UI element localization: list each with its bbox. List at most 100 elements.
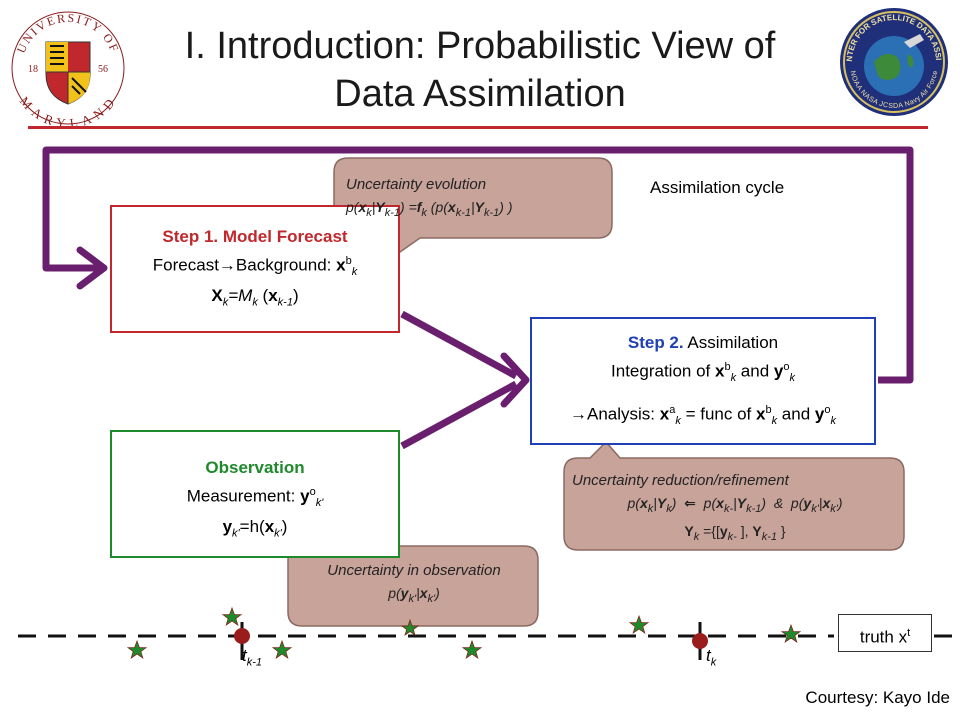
right-arrow-icon: → — [570, 404, 587, 424]
callout-observation-title: Uncertainty in observation — [327, 562, 501, 579]
integration-var-y: y — [773, 361, 784, 381]
marker-t-curr — [692, 633, 708, 649]
background-sub: k — [351, 266, 358, 279]
star-7 — [400, 618, 420, 636]
analysis-var-xb: x — [755, 404, 766, 424]
background-sup: b — [345, 255, 352, 267]
tick-label-curr-sub: k — [710, 656, 717, 669]
analysis-prefix: Analysis: — [587, 404, 660, 424]
analysis-sub-k: k — [771, 415, 778, 428]
title-line-2: Data Assimilation — [334, 73, 626, 115]
page-title: I. Introduction: Probabilistic View of D… — [150, 22, 810, 118]
star-2 — [221, 606, 243, 626]
logo-year-right: 56 — [98, 64, 108, 75]
callout-evolution-title: Uncertainty evolution — [346, 176, 487, 193]
tick-label-prev-t: t — [242, 646, 247, 665]
tick-label-prev: tk-1 — [242, 646, 262, 668]
star-4 — [461, 639, 483, 659]
obs-operator: =h( — [239, 517, 265, 537]
model-equation: Xk=Mk (xk-1) — [211, 286, 299, 309]
obs-arg-sub: k' — [274, 527, 282, 540]
tick-label-curr: tk — [706, 646, 716, 668]
background-var: x — [336, 255, 346, 275]
obs-lhs-sub: k' — [232, 527, 240, 540]
observation-equation: yk'=h(xk') — [112, 515, 398, 545]
maryland-shield-icon — [45, 41, 91, 105]
truth-legend: truth xt — [838, 614, 932, 652]
analysis-sup-o: o — [824, 404, 831, 417]
truth-label: truth x — [859, 627, 908, 647]
integration-prefix: Integration of — [611, 361, 715, 381]
measurement-line: Measurement: yok' — [112, 480, 398, 515]
assim-step-title: Assimilation — [683, 333, 779, 352]
callout-reduction-formula: p(xk|Yk) ⇐ p(xk-|Yk-1) & p(yk'|xk') — [627, 495, 843, 515]
star-1 — [126, 639, 148, 659]
forecast-line: Forecast→Background: xbk — [112, 249, 398, 284]
obs-to-assim-arrow — [400, 380, 518, 450]
measurement-sub: k' — [315, 497, 324, 510]
observation-heading: Observation — [205, 458, 305, 477]
analysis-sup-b: b — [765, 404, 772, 417]
model-arg-sub: k-1 — [277, 296, 293, 309]
star-3 — [271, 639, 293, 659]
integration-var-x: x — [714, 361, 725, 381]
model-operator: =M — [228, 286, 253, 306]
model-lhs-sub: k — [222, 296, 229, 309]
forecast-heading: Step 1. Model Forecast — [162, 227, 348, 246]
model-forecast-box: Step 1. Model Forecast Forecast→Backgrou… — [110, 205, 400, 333]
assim-arrowhead — [500, 352, 530, 408]
background-label: Background: — [235, 255, 337, 275]
assim-heading: Step 2. Assimilation — [532, 331, 874, 355]
model-operator-sub: k — [252, 296, 258, 309]
right-arrow-icon: → — [218, 255, 236, 275]
star-6 — [780, 623, 802, 643]
forecast-prefix: Forecast — [152, 255, 219, 275]
obs-arg-var: x — [264, 517, 275, 537]
jcsda-logo: JOINT CENTER FOR SATELLITE DATA ASSIMILA… — [838, 6, 948, 116]
logo-year-left: 18 — [28, 64, 38, 75]
title-line-1: I. Introduction: Probabilistic View of — [184, 25, 776, 67]
analysis-func: = func of — [680, 404, 756, 424]
analysis-sup: a — [669, 404, 676, 417]
callout-reduction: Uncertainty reduction/refinement p(xk|Yk… — [572, 470, 898, 548]
integration-sup-b: b — [724, 361, 731, 373]
assimilation-cycle-label: Assimilation cycle — [650, 178, 785, 197]
integration-sub-k1: k — [730, 372, 737, 385]
measurement-prefix: Measurement: — [186, 486, 301, 506]
assimilation-box: Step 2. Assimilation Integration of xbk … — [530, 317, 876, 445]
star-5 — [628, 614, 650, 634]
callout-observation-formula: p(yk'|xk') — [388, 585, 440, 605]
integration-sup-o: o — [783, 361, 790, 373]
analysis-var: x — [659, 404, 670, 424]
tick-label-curr-t: t — [706, 646, 711, 665]
analysis-and: and — [777, 404, 815, 424]
obs-lhs-var: y — [222, 517, 233, 537]
obs-close-paren: ) — [281, 517, 288, 537]
analysis-sub-k2: k — [830, 415, 836, 428]
callout-evolution-shape — [333, 157, 613, 254]
assimilation-cycle-arrow — [42, 146, 914, 384]
measurement-var: y — [300, 486, 310, 506]
callout-reduction-shape — [563, 440, 905, 551]
callout-evolution: Uncertainty evolution p(xk|Yk-1) =fk (p(… — [346, 174, 606, 224]
marker-t-prev — [234, 628, 250, 644]
callout-evolution-formula: p(xk|Yk-1) =fk (p(xk-1|Yk-1) ) — [346, 199, 513, 219]
tick-label-prev-sub: k-1 — [246, 656, 263, 669]
model-arg-var: x — [268, 286, 278, 306]
university-of-maryland-logo: UNIVERSITY OF MARYLAND 18 56 — [11, 11, 125, 126]
assim-integration-line: Integration of xbk and yok — [532, 355, 874, 390]
integration-sub-k2: k — [789, 372, 795, 385]
cycle-arrowhead — [76, 246, 108, 290]
integration-and: and — [736, 361, 774, 381]
observation-box: Observation Measurement: yok' yk'=h(xk') — [110, 430, 400, 558]
callout-reduction-title: Uncertainty reduction/refinement — [572, 472, 789, 489]
truth-sup: t — [907, 627, 911, 639]
analysis-var-yo: y — [814, 404, 825, 424]
assim-step-label: Step 2. — [627, 333, 684, 352]
observation-stars — [126, 606, 802, 659]
model-lhs-var: X — [211, 286, 223, 306]
callout-reduction-set: Yk ={[yk- ], Yk-1 } — [684, 522, 786, 543]
forecast-to-assim-arrow — [400, 310, 518, 380]
analysis-line: →Analysis: xak = func of xbk and yok — [532, 398, 874, 433]
